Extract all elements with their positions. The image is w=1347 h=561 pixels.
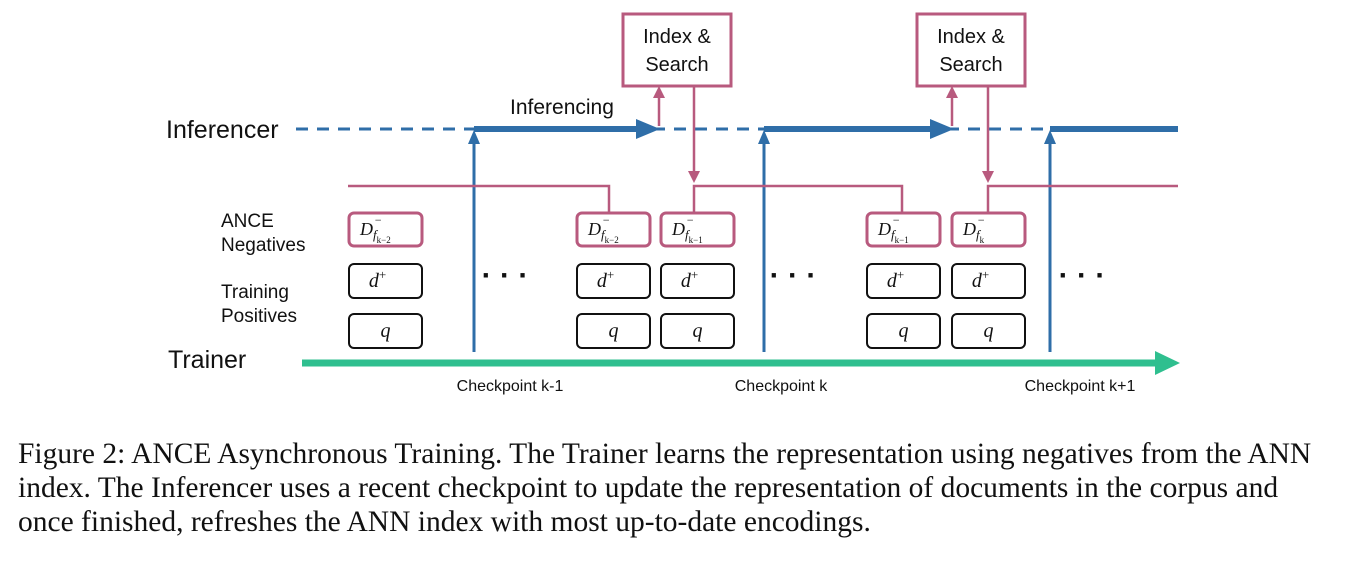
- negative-superscript: −: [892, 213, 900, 227]
- negative-label: Dfk−2: [359, 219, 391, 245]
- negative-box: [865, 211, 942, 248]
- ellipsis-3: · · ·: [1059, 259, 1106, 292]
- query-label: q: [899, 320, 909, 342]
- index-search-box-2: Index & Search: [915, 12, 1027, 88]
- ellipsis-1: · · ·: [482, 259, 529, 292]
- index-search-line-2: Search: [645, 54, 708, 76]
- batch-column: Dfk−2− d+ q: [575, 211, 652, 349]
- ance-negatives-label-2: Negatives: [221, 235, 306, 256]
- negative-box: [950, 211, 1027, 248]
- negative-box: [347, 211, 424, 248]
- query-box: [660, 313, 735, 349]
- positive-label: d+: [597, 267, 614, 292]
- ance-training-diagram: Index & Search Index & Search Inferencer…: [166, 12, 1180, 395]
- batch-column: Dfk− d+ q: [950, 211, 1027, 349]
- positive-box: [348, 263, 423, 299]
- query-box: [576, 313, 651, 349]
- positive-box: [576, 263, 651, 299]
- positive-label: d+: [972, 267, 989, 292]
- ellipsis-2: · · ·: [770, 259, 817, 292]
- batch-column: Dfk−1− d+ q: [865, 211, 942, 349]
- positive-label: d+: [681, 267, 698, 292]
- batch-column: Dfk−1− d+ q: [659, 211, 736, 349]
- index-connectors: [653, 86, 994, 183]
- training-batches: Dfk−2−d+qDfk−2−d+qDfk−1−d+qDfk−1−d+qDfk−…: [347, 211, 1027, 349]
- negative-label: Dfk−1: [671, 219, 703, 245]
- query-label: q: [609, 320, 619, 342]
- index-search-box-1: Index & Search: [621, 12, 733, 88]
- checkpoint-vertical-arrows: [468, 130, 1056, 352]
- checkpoint-label: Checkpoint k-1: [457, 378, 564, 395]
- training-positives-label-2: Positives: [221, 306, 297, 327]
- inferencing-label: Inferencing: [510, 96, 614, 119]
- query-label: q: [984, 320, 994, 342]
- inferencer-label: Inferencer: [166, 116, 279, 144]
- negative-superscript: −: [686, 213, 694, 227]
- negative-box: [659, 211, 736, 248]
- checkpoint-label: Checkpoint k+1: [1025, 378, 1136, 395]
- checkpoint-label: Checkpoint k: [735, 378, 828, 395]
- query-box: [348, 313, 423, 349]
- negative-label: Dfk−1: [877, 219, 909, 245]
- query-label: q: [693, 320, 703, 342]
- index-search-line-1: Index &: [937, 26, 1005, 48]
- negatives-brackets: [348, 184, 1178, 213]
- negative-superscript: −: [374, 213, 382, 227]
- negative-superscript: −: [602, 213, 610, 227]
- training-positives-label-1: Training: [221, 282, 289, 303]
- index-search-line-2: Search: [939, 54, 1002, 76]
- positive-box: [660, 263, 735, 299]
- query-label: q: [381, 320, 391, 342]
- negative-label: Dfk: [962, 219, 985, 245]
- batch-column: Dfk−2− d+ q: [347, 211, 424, 349]
- figure-caption: Figure 2: ANCE Asynchronous Training. Th…: [18, 438, 1312, 538]
- trainer-timeline: [302, 351, 1180, 375]
- negative-box: [575, 211, 652, 248]
- positive-box: [866, 263, 941, 299]
- index-search-line-1: Index &: [643, 26, 711, 48]
- ance-negatives-label-1: ANCE: [221, 211, 274, 232]
- negative-superscript: −: [977, 213, 985, 227]
- positive-box: [951, 263, 1026, 299]
- positive-label: d+: [369, 267, 386, 292]
- positive-label: d+: [887, 267, 904, 292]
- negative-label: Dfk−2: [587, 219, 619, 245]
- inferencing-arrows: [474, 119, 1178, 139]
- trainer-label: Trainer: [168, 346, 246, 374]
- query-box: [951, 313, 1026, 349]
- query-box: [866, 313, 941, 349]
